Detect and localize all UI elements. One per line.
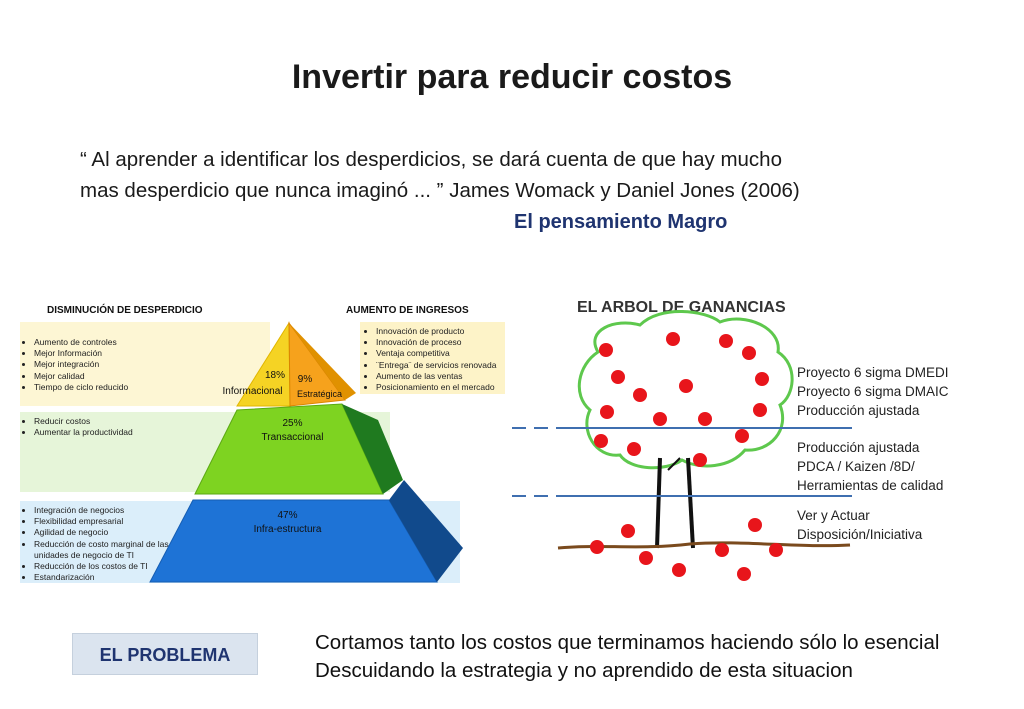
list-item: Mejor integración [34, 359, 270, 370]
quote-line-1: “ Al aprender a identificar los desperdi… [80, 148, 782, 171]
left-header: DISMINUCIÓN DE DESPERDICIO [47, 305, 203, 316]
list-item: Reducción de costo marginal de las unida… [34, 539, 184, 561]
tree-middle-labels: Producción ajustada PDCA / Kaizen /8D/ H… [797, 438, 943, 495]
fruit [753, 403, 767, 417]
list-item: Aumentar la productividad [34, 427, 390, 438]
label-infra-pct: 47% [277, 510, 298, 521]
list-item: Flexibilidad empresarial [34, 516, 184, 527]
list-item: Estandarización [34, 572, 184, 583]
fruit [769, 543, 783, 557]
fruit [590, 540, 604, 554]
tree-label: Disposición/Iniciativa [797, 527, 923, 542]
quote-source: El pensamiento Magro [514, 211, 728, 233]
fruit [693, 453, 707, 467]
list-item: Aumento de controles [34, 337, 270, 348]
fruit [627, 442, 641, 456]
fruit [639, 551, 653, 565]
fruit [737, 567, 751, 581]
label-informacional-pct: 18% [264, 370, 285, 381]
tree-label: PDCA / Kaizen /8D/ [797, 459, 915, 474]
list-item: Ventaja competitiva [376, 348, 505, 359]
fruit [633, 388, 647, 402]
fruit [755, 372, 769, 386]
box-right: Innovación de producto Innovación de pro… [360, 322, 505, 394]
list-item: Aumento de las ventas [376, 371, 505, 382]
problem-label-box: EL PROBLEMA [72, 633, 258, 675]
fruit [600, 405, 614, 419]
list-item: Integración de negocios [34, 505, 184, 516]
tree-title: EL ARBOL DE GANANCIAS [577, 299, 786, 316]
box-top-left: Aumento de controles Mejor Información M… [20, 322, 270, 406]
tree-label: Producción ajustada [797, 440, 920, 455]
fruit [599, 343, 613, 357]
page-title: Invertir para reducir costos [291, 58, 733, 96]
conclusion-line-2: Descuidando la estrategia y no aprendido… [315, 659, 853, 682]
tree-label: Ver y Actuar [797, 508, 870, 523]
label-transaccional: Transaccional [261, 432, 324, 443]
tree-label: Herramientas de calidad [797, 478, 944, 493]
branch [667, 457, 681, 471]
list-item: Reducción de los costos de TI [34, 561, 184, 572]
tree-bottom-labels: Ver y Actuar Disposición/Iniciativa [797, 506, 922, 544]
list-item: Innovación de proceso [376, 337, 505, 348]
fruit [653, 412, 667, 426]
tree-top-labels: Proyecto 6 sigma DMEDI Proyecto 6 sigma … [797, 363, 949, 420]
label-informacional: Informacional [222, 386, 283, 397]
fruit [621, 524, 635, 538]
label-estrategica-pct: 9% [297, 374, 313, 385]
fruit [698, 412, 712, 426]
fruit [715, 543, 729, 557]
fruit [666, 332, 680, 346]
conclusion-line-1: Cortamos tanto los costos que terminamos… [315, 631, 940, 654]
list-item: Mejor Información [34, 348, 270, 359]
label-transaccional-pct: 25% [282, 418, 303, 429]
level-infra-side [389, 480, 463, 582]
list-item: Tiempo de ciclo reducido [34, 382, 270, 393]
fruit [672, 563, 686, 577]
fruit [611, 370, 625, 384]
fruit [719, 334, 733, 348]
list-item: ¨Entrega¨ de servicios renovada [376, 360, 505, 371]
list-item: Mejor calidad [34, 371, 270, 382]
level-transaccional-side [342, 404, 403, 494]
quote-line-2: mas desperdicio que nunca imaginó ... ” … [80, 179, 800, 202]
fruit [742, 346, 756, 360]
trunk-right [686, 457, 695, 549]
fruit [594, 434, 608, 448]
fruit [748, 518, 762, 532]
list-item: Posicionamiento en el mercado [376, 382, 505, 393]
fruit [735, 429, 749, 443]
tree-label: Proyecto 6 sigma DMAIC [797, 384, 949, 399]
right-header: AUMENTO DE INGRESOS [346, 305, 469, 316]
trunk-left [655, 457, 662, 549]
list-item: Agilidad de negocio [34, 527, 184, 538]
tree-label: Proyecto 6 sigma DMEDI [797, 365, 949, 380]
fruits [590, 332, 783, 581]
label-estrategica: Estratégica [297, 389, 343, 399]
fruit [679, 379, 693, 393]
list-item: Reducir costos [34, 416, 390, 427]
level-strategic-side [289, 323, 356, 400]
tree-label: Producción ajustada [797, 403, 920, 418]
list-item: Innovación de producto [376, 326, 505, 337]
label-infra: Infra-estructura [253, 524, 322, 535]
